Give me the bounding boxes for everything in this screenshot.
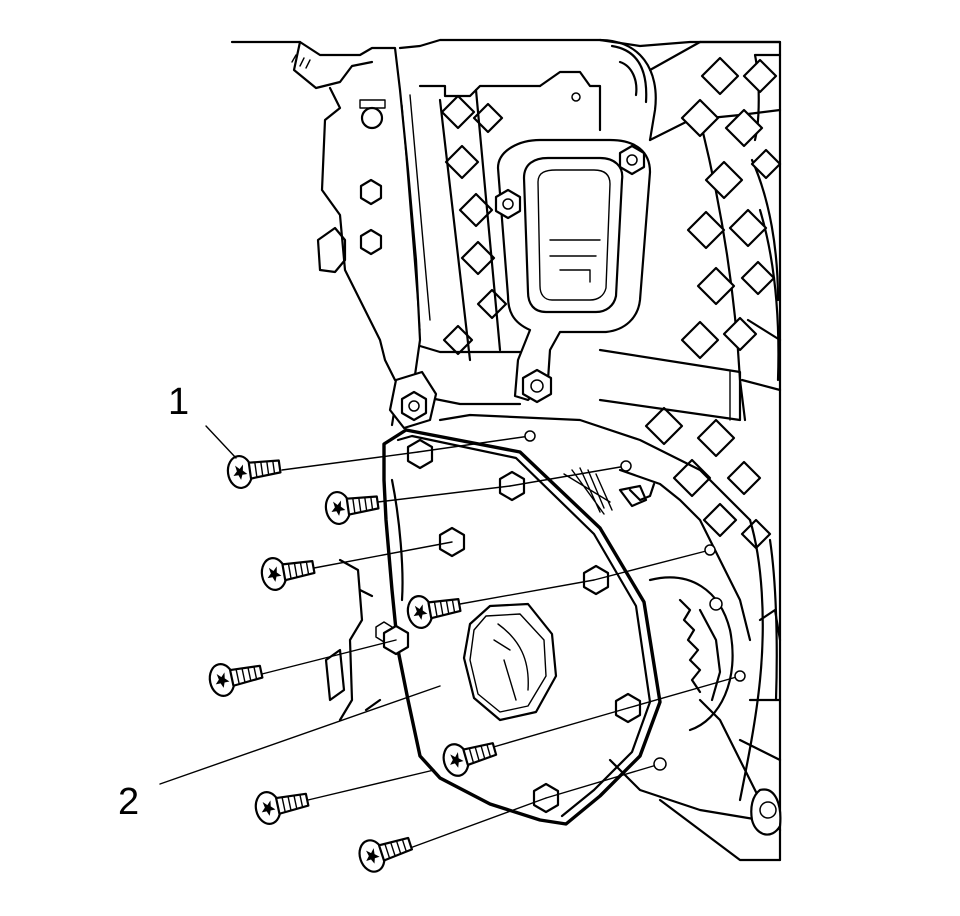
bolt-alignment-lines [261, 430, 746, 849]
torx-flange-bolt-icon [442, 742, 498, 777]
filter-adapter-housing [494, 138, 652, 404]
torx-flange-bolt-icon [226, 454, 282, 490]
torx-flange-bolt-icon [358, 836, 413, 873]
timing-cover [382, 428, 662, 826]
callout-1-label: 1 [168, 381, 189, 423]
torx-flange-bolt-icon [208, 663, 264, 697]
torx-flange-bolt-icon [324, 490, 380, 526]
torx-flange-bolt-icon [406, 595, 462, 629]
callout-2-leader [159, 685, 441, 785]
callout-2-label: 2 [118, 781, 139, 823]
left-plate-windows [440, 94, 508, 356]
cover-bolts [208, 454, 498, 873]
torx-flange-bolt-icon [260, 557, 316, 591]
callout-1: 1 [168, 381, 237, 459]
engine-block [230, 38, 782, 862]
callout-2: 2 [118, 685, 441, 823]
torx-flange-bolt-icon [254, 791, 310, 825]
callout-1-leader [205, 425, 237, 459]
cover-access-opening [462, 602, 558, 722]
timing-plate-windows [644, 56, 782, 550]
cam-sprocket [648, 576, 734, 732]
